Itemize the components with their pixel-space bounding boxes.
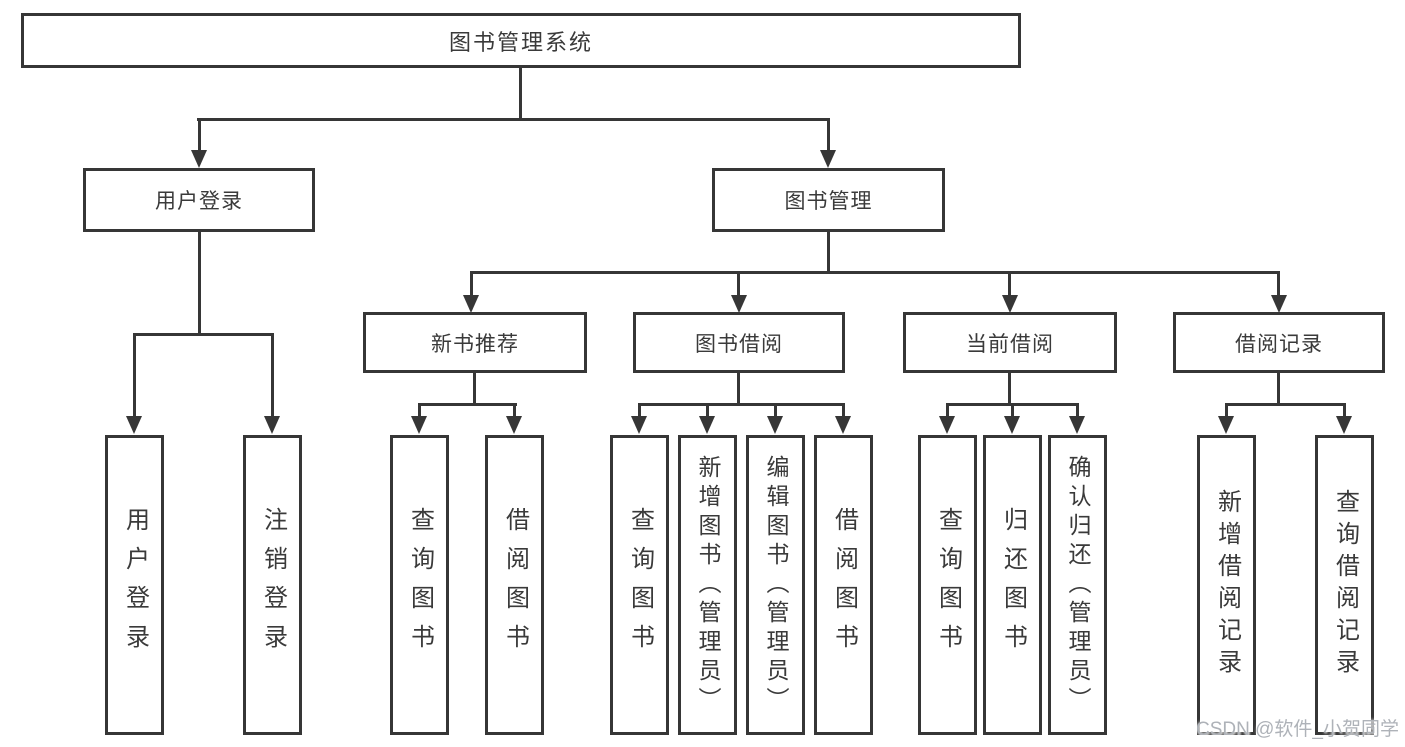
leaf-query-borrow-record-label: 查询借阅记录 (1331, 489, 1359, 681)
connector-current-borrow-stem (1008, 373, 1011, 405)
connector-drop-leaf (706, 405, 709, 416)
leaf-logout: 注销登录 (243, 435, 302, 735)
connector-user-login-stem (198, 232, 201, 335)
node-user-login-label: 用户登录 (155, 190, 243, 213)
arrowhead-new-book-recommend (463, 295, 479, 313)
connector-new-book-recommend-stem (473, 373, 476, 405)
leaf-query-borrow-record: 查询借阅记录 (1315, 435, 1374, 735)
leaf-confirm-return-admin: 确认归还（管理员） (1048, 435, 1107, 735)
leaf-borrow-books: 借阅图书 (814, 435, 873, 735)
arrowhead-leaf (1218, 416, 1234, 434)
leaf-add-borrow-record: 新增借阅记录 (1197, 435, 1256, 735)
arrowhead-leaf (506, 416, 522, 434)
node-current-borrow-label: 当前借阅 (966, 332, 1054, 356)
connector-borrow-records-stem (1277, 373, 1280, 405)
csdn-watermark: CSDN @软件_小贺同学 (1196, 719, 1399, 740)
connector-drop-leaf (418, 405, 421, 416)
connector-drop-leaf (1343, 405, 1346, 416)
leaf-user-login-label: 用户登录 (121, 507, 149, 663)
arrowhead-current-borrow (1002, 295, 1018, 313)
node-book-borrow-label: 图书借阅 (695, 332, 783, 356)
node-book-borrow: 图书借阅 (633, 312, 845, 373)
arrowhead-book-borrow (731, 295, 747, 313)
arrowhead-leaf (1336, 416, 1352, 434)
connector-drop-leaf (1076, 405, 1079, 416)
leaf-confirm-return-admin-label: 确认归还（管理员） (1065, 454, 1091, 716)
connector-drop-leaf (1225, 405, 1228, 416)
connector-drop-book-management (827, 121, 830, 151)
arrowhead-leaf (1004, 416, 1020, 434)
leaf-query-books-current: 查询图书 (918, 435, 977, 735)
node-borrow-records: 借阅记录 (1173, 312, 1385, 373)
connector-drop-leaf (133, 336, 136, 416)
node-root-label: 图书管理系统 (448, 29, 593, 55)
node-borrow-records-label: 借阅记录 (1235, 332, 1323, 356)
node-user-login: 用户登录 (83, 168, 315, 232)
connector-drop-leaf (513, 405, 516, 416)
connector-drop-leaf (946, 405, 949, 416)
connector-drop-leaf (271, 336, 274, 416)
leaf-edit-books-admin-label: 编辑图书（管理员） (763, 454, 789, 716)
arrowhead-leaf (699, 416, 715, 434)
node-new-book-recommend: 新书推荐 (363, 312, 587, 373)
leaf-add-books-admin-label: 新增图书（管理员） (695, 454, 721, 716)
leaf-query-books-current-label: 查询图书 (934, 507, 962, 663)
connector-drop-current-borrow (1008, 274, 1011, 295)
arrowhead-leaf (767, 416, 783, 434)
arrowhead-leaf (835, 416, 851, 434)
leaf-add-books-admin: 新增图书（管理员） (678, 435, 737, 735)
leaf-query-books-recommend: 查询图书 (390, 435, 449, 735)
leaf-query-books-borrow-label: 查询图书 (626, 507, 654, 663)
connector-borrow-records-rail (1225, 403, 1346, 406)
leaf-borrow-books-recommend: 借阅图书 (485, 435, 544, 735)
arrowhead-user-login (191, 150, 207, 168)
connector-user-login-rail (133, 333, 274, 336)
connector-drop-leaf (1011, 405, 1014, 416)
connector-drop-new-book-recommend (470, 274, 473, 295)
leaf-return-books: 归还图书 (983, 435, 1042, 735)
connector-root-rail (197, 118, 830, 121)
arrowhead-leaf (126, 416, 142, 434)
connector-book-borrow-rail (638, 403, 845, 406)
node-book-management-label: 图书管理 (784, 190, 873, 213)
node-new-book-recommend-label: 新书推荐 (431, 332, 519, 356)
arrowhead-borrow-records (1271, 295, 1287, 313)
arrowhead-leaf (264, 416, 280, 434)
leaf-return-books-label: 归还图书 (999, 507, 1027, 663)
arrowhead-book-management (820, 150, 836, 168)
connector-drop-leaf (638, 405, 641, 416)
connector-book-management-stem (827, 232, 830, 273)
connector-current-borrow-rail (946, 403, 1079, 406)
connector-new-book-recommend-rail (418, 403, 517, 406)
connector-drop-user-login (198, 121, 201, 151)
leaf-borrow-books-label: 借阅图书 (830, 507, 858, 663)
connector-root-stem (519, 68, 522, 121)
leaf-user-login: 用户登录 (105, 435, 164, 735)
node-root: 图书管理系统 (21, 13, 1021, 68)
leaf-logout-label: 注销登录 (259, 507, 287, 663)
connector-drop-leaf (774, 405, 777, 416)
leaf-edit-books-admin: 编辑图书（管理员） (746, 435, 805, 735)
leaf-query-books-borrow: 查询图书 (610, 435, 669, 735)
connector-drop-borrow-records (1277, 274, 1280, 295)
connector-book-management-rail (470, 271, 1280, 274)
arrowhead-leaf (1069, 416, 1085, 434)
connector-drop-book-borrow (737, 274, 740, 295)
leaf-add-borrow-record-label: 新增借阅记录 (1213, 489, 1241, 681)
leaf-query-books-recommend-label: 查询图书 (406, 507, 434, 663)
arrowhead-leaf (939, 416, 955, 434)
node-book-management: 图书管理 (712, 168, 945, 232)
leaf-borrow-books-recommend-label: 借阅图书 (501, 507, 529, 663)
connector-drop-leaf (842, 405, 845, 416)
connector-book-borrow-stem (737, 373, 740, 405)
arrowhead-leaf (631, 416, 647, 434)
node-current-borrow: 当前借阅 (903, 312, 1117, 373)
arrowhead-leaf (411, 416, 427, 434)
